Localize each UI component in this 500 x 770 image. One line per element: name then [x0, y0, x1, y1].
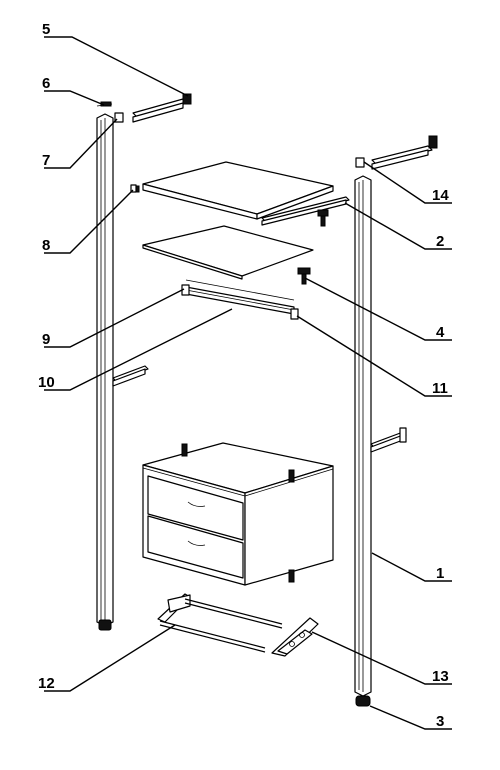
- label-7: 7: [42, 152, 50, 169]
- right-upright-post: [354, 175, 372, 707]
- left-upright-post: [96, 113, 114, 631]
- clip-part-4: [297, 267, 311, 285]
- middle-shelf: [142, 225, 314, 280]
- label-8: 8: [42, 237, 50, 254]
- label-9: 9: [42, 331, 50, 348]
- right-side-bracket: [370, 427, 407, 453]
- top-bracket-left: [96, 93, 192, 123]
- top-shelf-panel: [133, 161, 334, 220]
- drawer-unit: [142, 442, 334, 586]
- label-6: 6: [42, 75, 50, 92]
- label-14: 14: [432, 187, 449, 204]
- label-1: 1: [436, 565, 444, 582]
- hanging-rod: [181, 279, 299, 320]
- label-13: 13: [432, 668, 449, 685]
- callout-labels: 5 6 7 8 9 10 14 2 4 11 1 12 13 3: [38, 21, 449, 730]
- base-frame: [157, 593, 283, 653]
- label-12: 12: [38, 675, 55, 692]
- label-11: 11: [432, 380, 448, 397]
- label-3: 3: [436, 713, 444, 730]
- label-10: 10: [38, 374, 55, 391]
- leader-lines: [44, 36, 452, 730]
- left-side-bracket: [112, 365, 149, 387]
- part-8-pin: [130, 184, 137, 193]
- label-4: 4: [436, 324, 445, 341]
- label-2: 2: [436, 233, 444, 250]
- foot-bracket: [271, 617, 319, 657]
- label-5: 5: [42, 21, 50, 38]
